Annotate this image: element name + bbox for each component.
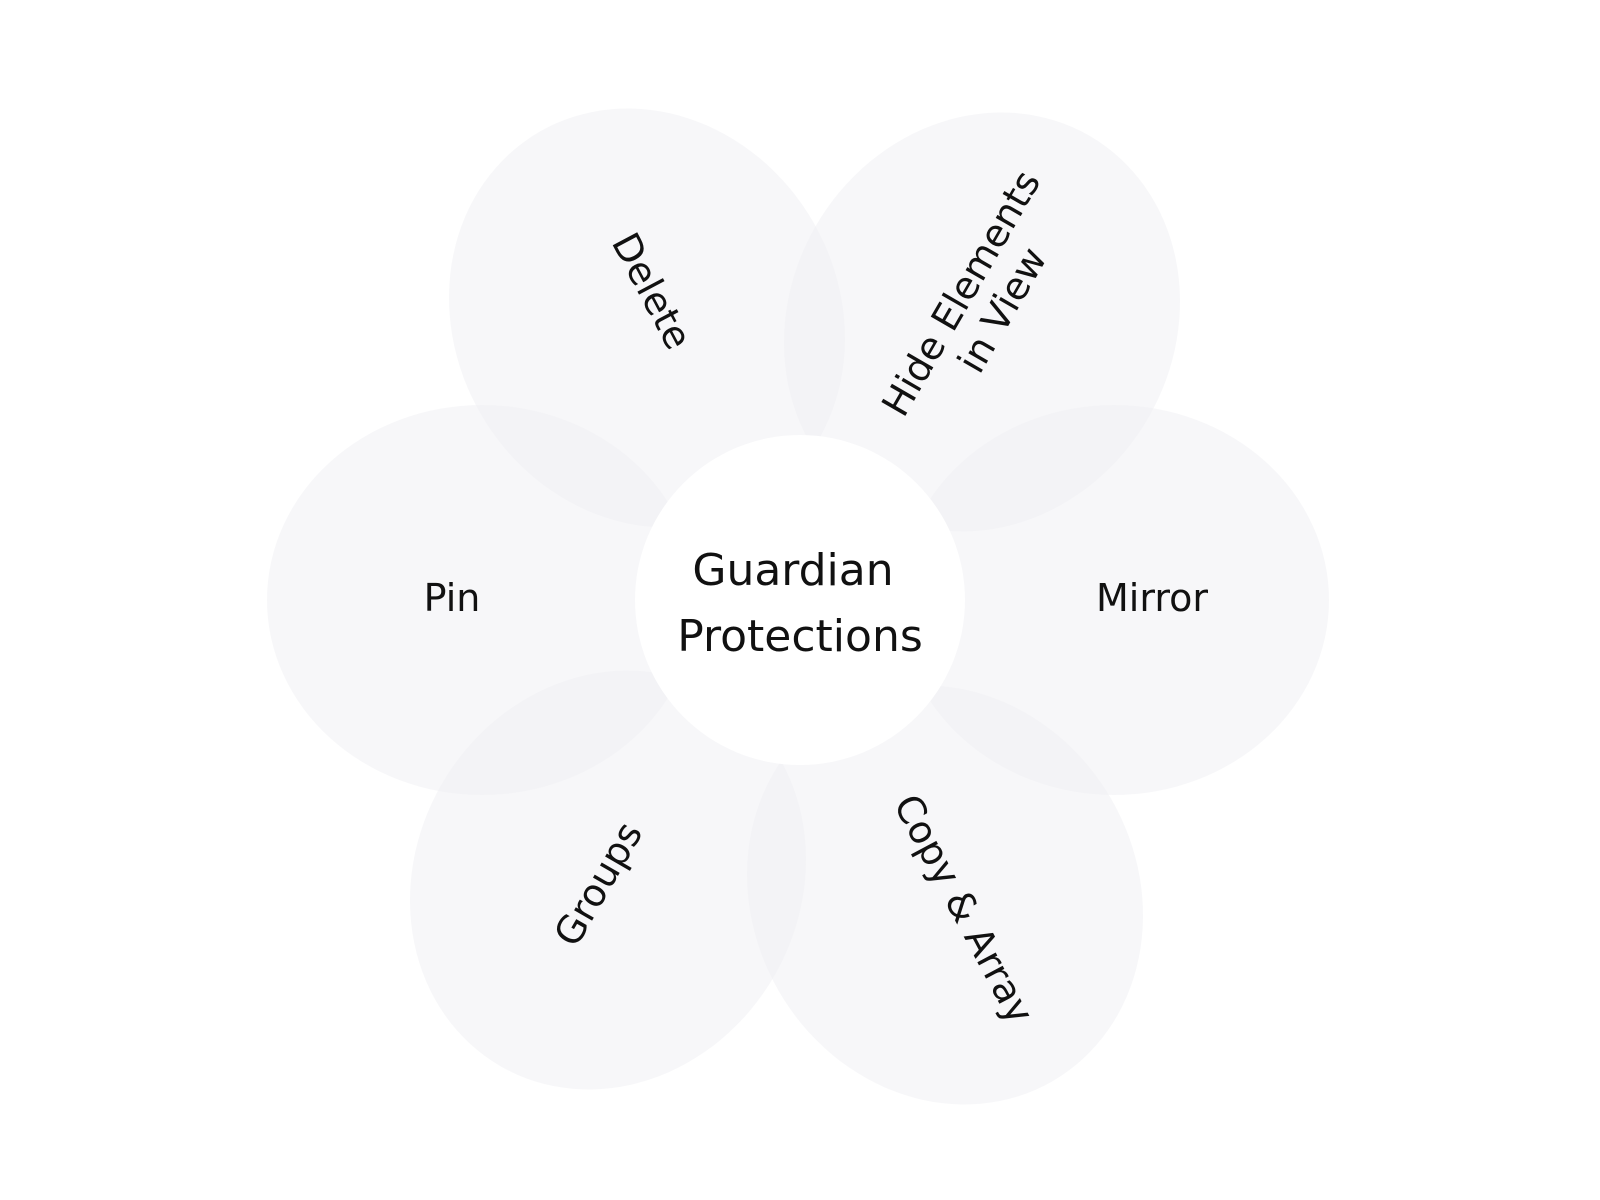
- petal-pin: Pin: [267, 405, 697, 795]
- petal-mirror-label: Mirror: [1096, 576, 1208, 620]
- petal-pin-label: Pin: [424, 576, 481, 620]
- petal-copy-array: Copy & Array: [746, 685, 1144, 1105]
- center-title: Guardian Protections: [677, 545, 923, 662]
- center-hub: Guardian Protections: [635, 435, 965, 765]
- petal-mirror: Mirror: [899, 405, 1329, 795]
